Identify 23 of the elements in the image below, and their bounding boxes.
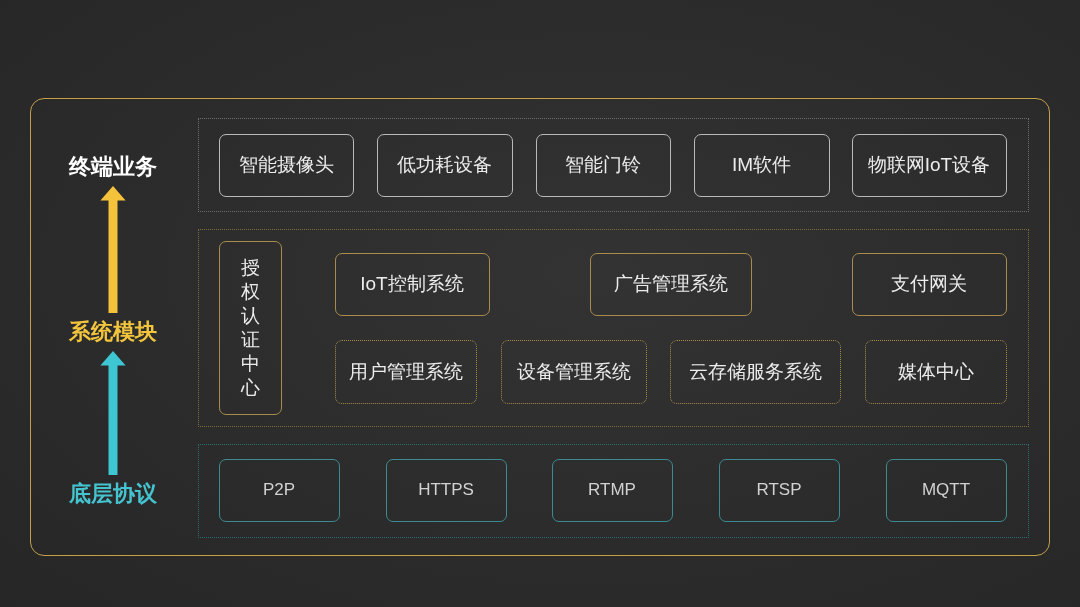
layer-label: 底层协议 bbox=[63, 478, 162, 509]
device-box: 低功耗设备 bbox=[376, 133, 513, 197]
device-box: 智能门铃 bbox=[535, 133, 671, 197]
protocol-box: P2P bbox=[218, 458, 340, 522]
layer-label: 系统模块 bbox=[63, 316, 162, 347]
device-box: 智能摄像头 bbox=[218, 133, 354, 197]
layer-band bbox=[197, 117, 1029, 212]
device-box: IM软件 bbox=[693, 133, 830, 197]
layer-band bbox=[197, 228, 1029, 427]
module-box: 支付网关 bbox=[851, 252, 1007, 316]
module-box: IoT控制系统 bbox=[334, 252, 490, 316]
module-box: 授权认证中心 bbox=[218, 240, 282, 415]
arrow bbox=[100, 186, 126, 313]
protocol-box: RTSP bbox=[718, 458, 840, 522]
outer-panel bbox=[30, 98, 1050, 556]
module-box: 广告管理系统 bbox=[589, 252, 752, 316]
layer-label: 终端业务 bbox=[63, 151, 162, 182]
arrow bbox=[100, 351, 126, 475]
device-box: 物联网IoT设备 bbox=[851, 133, 1007, 197]
protocol-box: MQTT bbox=[885, 458, 1007, 522]
protocol-box: RTMP bbox=[551, 458, 673, 522]
layer-band bbox=[197, 443, 1029, 538]
protocol-box: HTTPS bbox=[385, 458, 507, 522]
